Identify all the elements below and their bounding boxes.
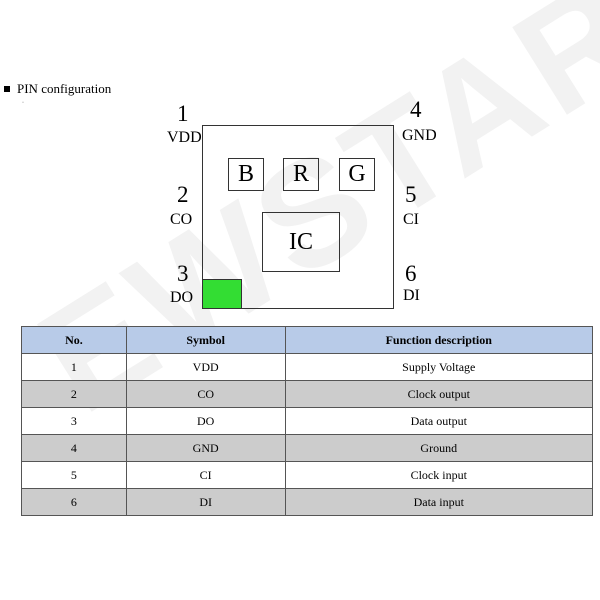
square-bullet-icon bbox=[4, 86, 10, 92]
section-heading-label: PIN configuration bbox=[17, 81, 112, 96]
cell-symbol: VDD bbox=[125, 353, 286, 381]
cell-no: 4 bbox=[21, 434, 127, 462]
cell-function: Clock output bbox=[284, 380, 594, 408]
cell-no: 1 bbox=[21, 353, 127, 381]
led-green: G bbox=[339, 158, 375, 191]
pin-symbol-3: DO bbox=[170, 289, 194, 306]
pin-symbol-2: CO bbox=[170, 211, 193, 228]
cell-symbol: CO bbox=[125, 380, 286, 408]
pin-symbol-5: CI bbox=[403, 211, 419, 228]
ic-chip: IC bbox=[262, 212, 340, 272]
cell-symbol: DI bbox=[125, 488, 286, 516]
cell-symbol: CI bbox=[125, 461, 286, 489]
led-red: R bbox=[283, 158, 319, 191]
cell-function: Data output bbox=[284, 407, 594, 435]
pin-symbol-1: VDD bbox=[167, 129, 202, 146]
table-row: 3 DO Data output bbox=[21, 407, 594, 435]
cell-symbol: DO bbox=[125, 407, 286, 435]
cell-no: 5 bbox=[21, 461, 127, 489]
pin-number-5: 5 bbox=[405, 182, 417, 207]
pin-number-6: 6 bbox=[405, 261, 417, 286]
pin-number-2: 2 bbox=[177, 182, 189, 207]
cell-function: Ground bbox=[284, 434, 594, 462]
header-no: No. bbox=[21, 326, 127, 354]
table-row: 6 DI Data input bbox=[21, 488, 594, 516]
table-row: 2 CO Clock output bbox=[21, 380, 594, 408]
pin-number-3: 3 bbox=[177, 261, 189, 286]
package-outline: B R G IC bbox=[202, 125, 394, 309]
cell-function: Supply Voltage bbox=[284, 353, 594, 381]
section-heading: PIN configuration bbox=[4, 81, 111, 97]
cell-no: 2 bbox=[21, 380, 127, 408]
cell-no: 6 bbox=[21, 488, 127, 516]
pin-table: No. Symbol Function description 1 VDD Su… bbox=[21, 326, 594, 516]
pin-number-1: 1 bbox=[177, 101, 189, 126]
table-row: 4 GND Ground bbox=[21, 434, 594, 462]
pin-number-4: 4 bbox=[410, 97, 422, 122]
table-row: 5 CI Clock input bbox=[21, 461, 594, 489]
cell-symbol: GND bbox=[125, 434, 286, 462]
cell-no: 3 bbox=[21, 407, 127, 435]
cell-function: Clock input bbox=[284, 461, 594, 489]
cell-function: Data input bbox=[284, 488, 594, 516]
header-function: Function description bbox=[284, 326, 594, 354]
table-row: 1 VDD Supply Voltage bbox=[21, 353, 594, 381]
header-symbol: Symbol bbox=[125, 326, 286, 354]
pin-symbol-6: DI bbox=[403, 287, 420, 304]
dot-mark: · bbox=[22, 100, 24, 106]
table-header-row: No. Symbol Function description bbox=[21, 326, 594, 354]
pin1-marker bbox=[203, 279, 242, 308]
pin-symbol-4: GND bbox=[402, 127, 437, 144]
led-blue: B bbox=[228, 158, 264, 191]
